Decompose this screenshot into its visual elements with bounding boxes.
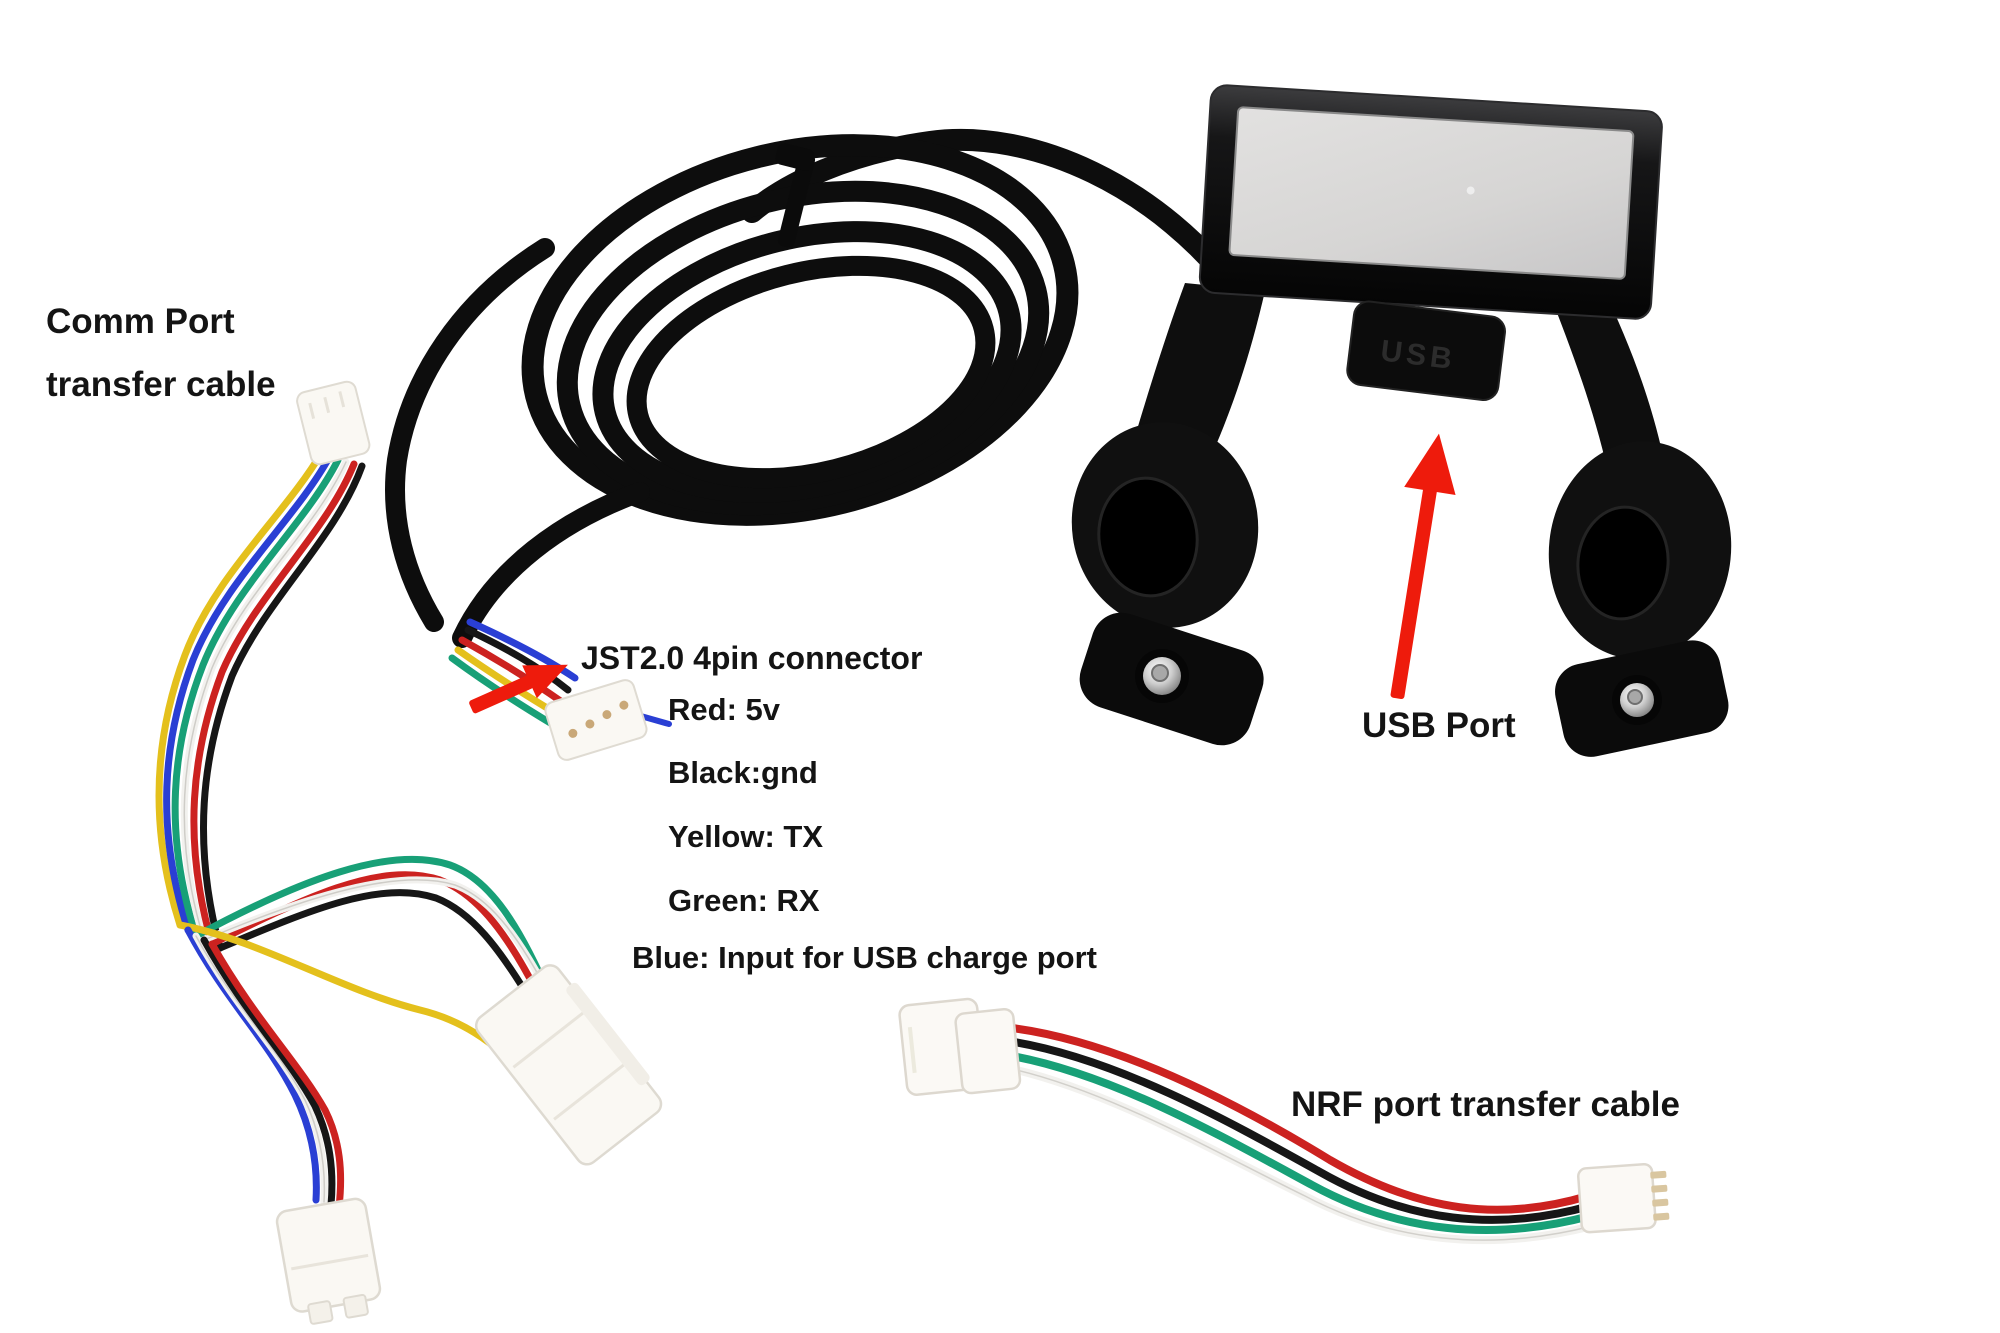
comm-cable-wires	[155, 448, 552, 1211]
comm-cable-main-connector	[474, 964, 663, 1166]
display-screen	[1228, 106, 1635, 280]
comm-cable-top-connector	[296, 380, 371, 466]
usb-cover: USB	[1346, 300, 1506, 401]
nrf-cable-right-connector	[1577, 1162, 1670, 1234]
nrf-cable-label: NRF port transfer cable	[1291, 1085, 1680, 1124]
pinout-line-black: Black:gnd	[668, 755, 818, 790]
left-clamp-screw	[1135, 649, 1189, 703]
comm-port-label-line2: transfer cable	[46, 365, 276, 404]
nrf-cable-wires	[1004, 1024, 1596, 1244]
display-jst-connector	[544, 679, 672, 761]
jst-connector-label: JST2.0 4pin connector	[581, 640, 923, 676]
right-clamp	[1548, 441, 1732, 757]
arrow-right-icon	[469, 664, 568, 714]
comm-port-label-line1: Comm Port	[46, 302, 235, 341]
usb-port-label: USB Port	[1362, 706, 1516, 745]
display-unit: USB	[1071, 84, 1732, 757]
arrow-up-icon	[1390, 433, 1456, 700]
pinout-line-blue: Blue: Input for USB charge port	[632, 940, 1097, 975]
nrf-cable-left-connector	[898, 997, 1022, 1096]
right-mount-arm	[1549, 286, 1661, 472]
pinout-line-green: Green: RX	[668, 883, 820, 918]
right-clamp-screw	[1612, 675, 1662, 725]
left-clamp	[1071, 422, 1264, 746]
pinout-line-red: Red: 5v	[668, 692, 780, 727]
cable-tie-clip	[775, 143, 816, 248]
left-mount-arm	[1128, 283, 1265, 460]
pinout-line-yellow: Yellow: TX	[668, 819, 824, 854]
comm-cable-bottom-connector	[275, 1197, 382, 1325]
